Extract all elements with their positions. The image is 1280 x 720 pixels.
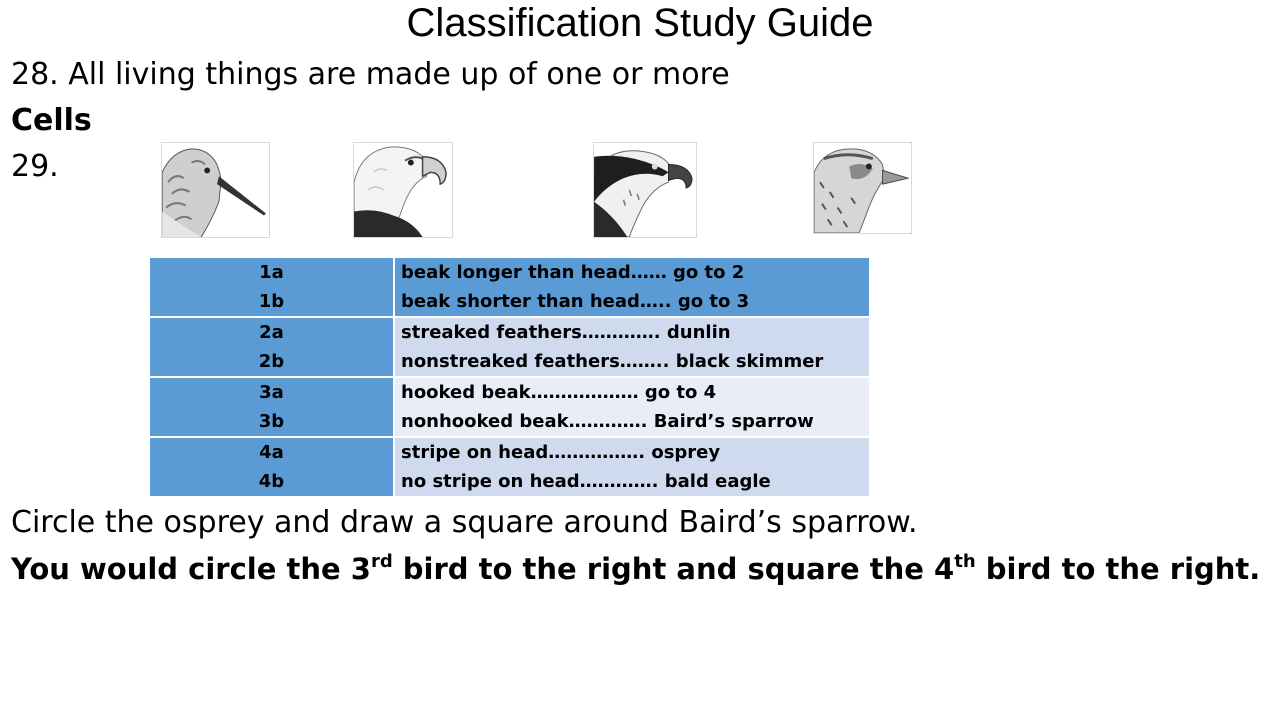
osprey-bird-icon[interactable] (593, 142, 697, 238)
question-29-number: 29. (11, 149, 59, 184)
key-description-cell: beak longer than head…… go to 2 beak sho… (393, 256, 871, 318)
key-row-3: 3a 3b hooked beak……………… go to 4 nonhooke… (148, 376, 871, 438)
key-row-2: 2a 2b streaked feathers…………. dunlin nons… (148, 316, 871, 378)
question-28-prompt: 28. All living things are made up of one… (11, 57, 730, 92)
key-code-cell: 4a 4b (148, 436, 395, 498)
key-description: hooked beak……………… go to 4 (401, 382, 717, 403)
bairds-sparrow-bird-icon[interactable] (813, 142, 912, 234)
key-description-cell: stripe on head……………. osprey no stripe on… (393, 436, 871, 498)
answer-text: bird to the right. (975, 552, 1261, 586)
key-code: 3b (258, 411, 285, 432)
question-29-instruction: Circle the osprey and draw a square arou… (11, 505, 918, 540)
key-description-cell: hooked beak……………… go to 4 nonhooked beak… (393, 376, 871, 438)
key-description: stripe on head……………. osprey (401, 442, 721, 463)
answer-superscript: th (954, 551, 976, 572)
key-description: nonhooked beak…………. Baird’s sparrow (401, 411, 814, 432)
key-code: 3a (259, 382, 284, 403)
dunlin-bird-icon[interactable] (161, 142, 270, 238)
dichotomous-key-table: 1a 1b beak longer than head…… go to 2 be… (148, 256, 871, 498)
key-code: 4b (258, 471, 285, 492)
key-code: 2a (259, 322, 284, 343)
question-29-answer: You would circle the 3rd bird to the rig… (11, 552, 1260, 586)
key-description: streaked feathers…………. dunlin (401, 322, 731, 343)
answer-superscript: rd (370, 551, 393, 572)
key-code-cell: 2a 2b (148, 316, 395, 378)
key-code: 1a (259, 262, 284, 283)
key-code: 1b (258, 291, 285, 312)
answer-text: You would circle the 3 (11, 552, 371, 586)
key-code-cell: 3a 3b (148, 376, 395, 438)
question-28-answer: Cells (11, 103, 92, 138)
key-description: beak longer than head…… go to 2 (401, 262, 745, 283)
key-code-cell: 1a 1b (148, 256, 395, 318)
key-description: beak shorter than head….. go to 3 (401, 291, 750, 312)
key-description: no stripe on head…………. bald eagle (401, 471, 771, 492)
key-description: nonstreaked feathers…….. black skimmer (401, 351, 824, 372)
key-code: 2b (258, 351, 285, 372)
bald-eagle-bird-icon[interactable] (353, 142, 453, 238)
key-code: 4a (259, 442, 284, 463)
key-row-4: 4a 4b stripe on head……………. osprey no str… (148, 436, 871, 498)
key-description-cell: streaked feathers…………. dunlin nonstreake… (393, 316, 871, 378)
key-row-1: 1a 1b beak longer than head…… go to 2 be… (148, 256, 871, 318)
answer-text: bird to the right and square the 4 (392, 552, 955, 586)
page-title: Classification Study Guide (406, 1, 874, 45)
